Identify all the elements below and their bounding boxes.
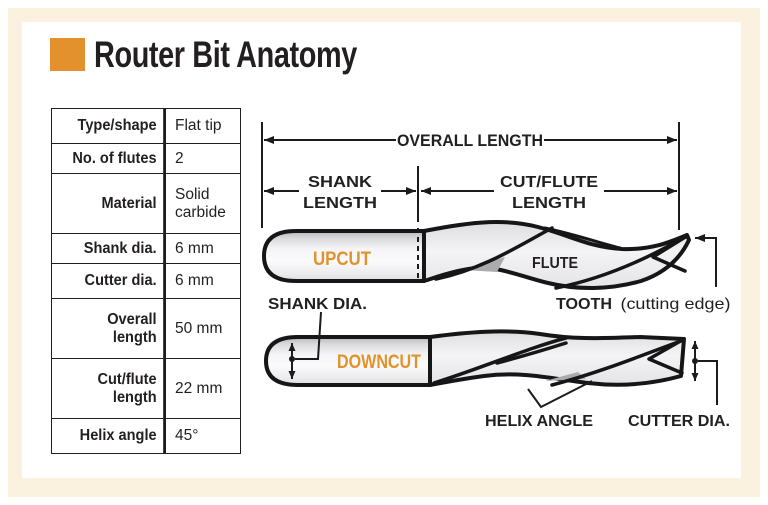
- shank-dia-label: SHANK DIA.: [268, 296, 367, 313]
- title-accent-square: [50, 38, 85, 71]
- spec-label: Helix angle: [59, 419, 166, 453]
- tooth-label: TOOTH (cutting edge): [556, 296, 730, 313]
- table-row: No. of flutes 2: [52, 144, 240, 174]
- helix-angle-label: HELIX ANGLE: [485, 413, 593, 430]
- upcut-spiral-line-3: [543, 226, 622, 250]
- downcut-flute-body: [428, 329, 686, 387]
- cutflute-length-label-line1: CUT/FLUTE: [500, 174, 598, 191]
- spec-value: 2: [175, 149, 184, 167]
- shank-dia-pointer: [295, 311, 322, 360]
- upcut-bit-drawing: [262, 220, 691, 290]
- spec-label: Overall length: [59, 299, 166, 358]
- spec-label: Material: [59, 174, 166, 233]
- shank-length-label-line2: LENGTH: [303, 195, 377, 212]
- tooth-label-suffix: (cutting edge): [620, 296, 730, 313]
- table-row: Cut/flute length 22 mm: [52, 359, 240, 419]
- spec-value: 6 mm: [175, 272, 214, 290]
- spec-label: Cutter dia.: [59, 264, 166, 298]
- downcut-tip-notch: [647, 337, 686, 375]
- upcut-tip-notch: [651, 234, 689, 273]
- shank-length-label-line1: SHANK: [308, 174, 373, 191]
- spec-value: Solid carbide: [175, 185, 226, 221]
- flute-label: FLUTE: [532, 255, 578, 272]
- spec-value: Flat tip: [175, 117, 222, 135]
- cutflute-length-label-line2: LENGTH: [512, 195, 586, 212]
- table-row: Material Solid carbide: [52, 174, 240, 234]
- spec-label: Type/shape: [59, 109, 166, 143]
- downcut-bit-drawing: [264, 329, 686, 387]
- spec-value: 6 mm: [175, 239, 214, 257]
- table-row: Overall length 50 mm: [52, 299, 240, 359]
- downcut-label: DOWNCUT: [337, 352, 421, 373]
- downcut-spiral-line-1: [432, 336, 568, 385]
- cutter-dia-label: CUTTER DIA.: [628, 413, 730, 430]
- table-row: Cutter dia. 6 mm: [52, 264, 240, 299]
- spec-value: 45°: [175, 427, 199, 445]
- spec-value: 50 mm: [175, 319, 223, 337]
- router-bit-diagram: OVERALL LENGTH SHANK LENGTH CUT/FLUTE LE…: [261, 122, 730, 430]
- spec-table: Type/shape Flat tip No. of flutes 2 Mate…: [51, 108, 241, 454]
- table-row: Shank dia. 6 mm: [52, 234, 240, 264]
- spec-value: 22 mm: [175, 379, 223, 397]
- table-row: Helix angle 45°: [52, 419, 240, 453]
- upcut-label: UPCUT: [313, 249, 371, 270]
- tooth-label-bold: TOOTH: [556, 296, 612, 313]
- spec-label: Cut/flute length: [59, 359, 166, 418]
- cutter-dia-dot: [692, 358, 698, 364]
- spec-label: Shank dia.: [59, 234, 166, 263]
- cutter-dia-pointer: [698, 360, 718, 405]
- downcut-shank: [264, 335, 432, 387]
- overall-length-label: OVERALL LENGTH: [397, 131, 543, 150]
- table-row: Type/shape Flat tip: [52, 109, 240, 144]
- shank-dia-dot: [289, 356, 295, 362]
- upcut-shank: [262, 229, 426, 283]
- helix-angle-pointer: [527, 380, 593, 409]
- upcut-spiral-line-1: [434, 226, 554, 281]
- downcut-spiral-line-2: [495, 341, 568, 365]
- spec-label: No. of flutes: [59, 144, 166, 173]
- page-title: Router Bit Anatomy: [94, 34, 357, 75]
